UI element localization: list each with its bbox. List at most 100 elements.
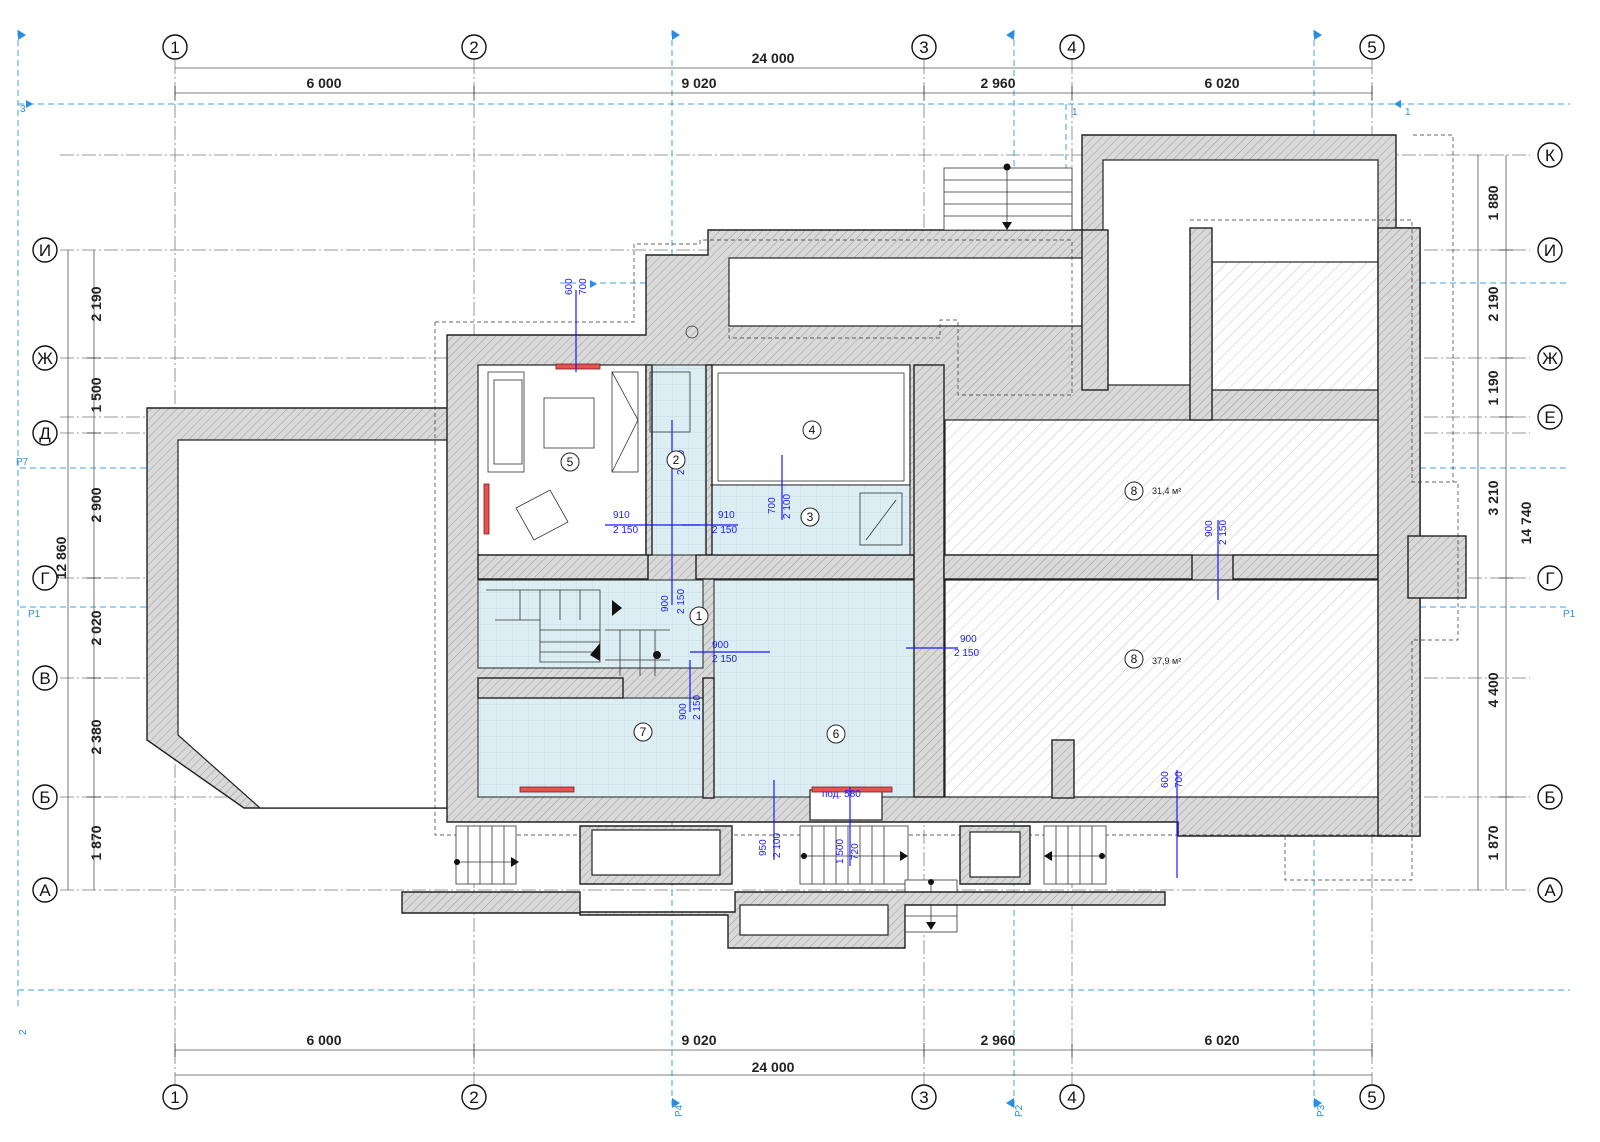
svg-text:1: 1 <box>696 609 703 623</box>
svg-text:Д: Д <box>39 424 51 443</box>
svg-text:8: 8 <box>1131 484 1138 498</box>
opening-label-height-1: 2 150 <box>613 525 638 536</box>
axis-bubble-col-5-top: 5 <box>1359 34 1385 60</box>
svg-text:К: К <box>1545 146 1555 165</box>
opening-label-height-11: 720 <box>850 843 861 860</box>
opening-label-width-6: 900 <box>712 640 729 651</box>
axis-bubble-col-4-bottom: 4 <box>1059 1084 1085 1110</box>
svg-text:2: 2 <box>673 453 680 467</box>
furniture <box>487 325 903 546</box>
svg-text:И: И <box>1544 241 1556 260</box>
section-mark-p4: P4 <box>674 1104 685 1117</box>
opening-label-height-5: 2 150 <box>676 589 687 614</box>
dim-bottom-segment-4: 6 020 <box>1204 1032 1239 1048</box>
dim-right-segment-5: 4 400 <box>1485 672 1501 707</box>
svg-text:2: 2 <box>469 1088 478 1107</box>
svg-text:А: А <box>39 881 51 900</box>
svg-text:6: 6 <box>833 727 840 741</box>
axis-bubble-row-zh-right: Ж <box>1537 345 1563 371</box>
svg-text:1: 1 <box>170 38 179 57</box>
opening-label-height-9: 2 150 <box>1218 520 1229 545</box>
opening-label-height-13: 700 <box>1174 771 1185 788</box>
dim-top-segment-3: 2 960 <box>980 75 1015 91</box>
section-mark-p1-left: P1 <box>28 609 41 620</box>
svg-text:В: В <box>39 669 50 688</box>
axis-bubble-row-k-right: К <box>1537 142 1563 168</box>
axis-bubble-row-i-right: И <box>1537 237 1563 263</box>
opening-marks <box>575 290 1219 878</box>
opening-label-height-10: 2 100 <box>772 833 783 858</box>
svg-text:3: 3 <box>919 1088 928 1107</box>
svg-text:Ж: Ж <box>1542 349 1558 368</box>
column-bubbles: 1 2 3 4 5 1 2 3 4 5 <box>162 34 1385 1110</box>
section-mark-3: 3 <box>20 104 26 115</box>
axis-bubble-row-v-left: В <box>32 665 58 691</box>
axis-bubble-row-e-right: Е <box>1537 404 1563 430</box>
upper-floor-outline <box>434 134 1459 881</box>
opening-labels: 910 2 150 910 2 150 700 2 100 900 2 150 … <box>564 278 1229 864</box>
axis-bubble-row-d-left: Д <box>32 420 58 446</box>
opening-label-width-10: 950 <box>758 839 769 856</box>
opening-label-width-2: 910 <box>718 510 735 521</box>
svg-text:4: 4 <box>809 423 816 437</box>
dim-bottom-segment-1: 6 000 <box>306 1032 341 1048</box>
room-tag-1: 1 <box>689 606 709 626</box>
dimension-chains: 24 000 6 000 9 020 2 960 6 020 6 000 9 0… <box>53 50 1534 1076</box>
dim-bottom-segment-2: 9 020 <box>681 1032 716 1048</box>
dim-top-segment-1: 6 000 <box>306 75 341 91</box>
svg-text:Г: Г <box>40 569 49 588</box>
svg-text:4: 4 <box>1067 38 1076 57</box>
section-mark-p7: P7 <box>16 457 29 468</box>
section-mark-p3: P3 <box>1316 1104 1327 1117</box>
axis-bubble-col-3-bottom: 3 <box>911 1084 937 1110</box>
room-tag-6: 6 <box>826 724 846 744</box>
section-mark-1-a: 1 <box>1072 107 1078 118</box>
opening-label-width-1: 910 <box>613 510 630 521</box>
dim-right-segment-4: 3 210 <box>1485 480 1501 515</box>
axis-bubble-row-b-right: Б <box>1537 784 1563 810</box>
opening-label-width-3: 700 <box>767 497 778 514</box>
svg-text:1: 1 <box>170 1088 179 1107</box>
svg-text:7: 7 <box>640 725 647 739</box>
section-mark-p2: P2 <box>1014 1104 1025 1117</box>
dim-right-segment-1: 1 880 <box>1485 185 1501 220</box>
room-tag-4: 4 <box>802 420 822 440</box>
dim-left-segment-5: 2 380 <box>88 719 104 754</box>
room-area-8-lower: 37,9 м² <box>1152 656 1181 666</box>
stairs <box>454 163 1107 933</box>
svg-text:4: 4 <box>1067 1088 1076 1107</box>
row-bubbles: К И И Ж Ж Е Д Г Г В Б Б А А <box>32 142 1563 903</box>
opening-label-width-4: 900 <box>660 595 671 612</box>
dim-left-total: 12 860 <box>53 536 69 579</box>
dim-right-total: 14 740 <box>1518 501 1534 544</box>
room-tag-3: 3 <box>800 507 820 527</box>
opening-label-height-12: 700 <box>578 278 589 295</box>
svg-text:2: 2 <box>469 38 478 57</box>
axis-bubble-col-2-bottom: 2 <box>461 1084 487 1110</box>
opening-label-width-12: 600 <box>564 278 575 295</box>
room-tags: 1 2 3 4 5 6 7 8 8 31,4 м² 37,9 м² <box>560 420 1181 744</box>
radiators <box>483 363 893 793</box>
dim-left-segment-6: 1 870 <box>88 825 104 860</box>
room-tag-8-upper: 8 <box>1124 481 1144 501</box>
svg-text:Е: Е <box>1544 408 1555 427</box>
dim-right-segment-6: 1 870 <box>1485 825 1501 860</box>
dim-left-segment-3: 2 900 <box>88 487 104 522</box>
room-tag-7: 7 <box>633 722 653 742</box>
opening-label-height-2: 2 150 <box>712 525 737 536</box>
walls <box>146 134 1467 837</box>
axis-bubble-row-b-left: Б <box>32 784 58 810</box>
porch-walls <box>401 789 1166 949</box>
dim-bottom-total: 24 000 <box>752 1059 795 1075</box>
svg-text:3: 3 <box>807 510 814 524</box>
opening-label-height-8: 2 150 <box>954 648 979 659</box>
axis-bubble-row-a-left: А <box>32 877 58 903</box>
opening-label-width-13: 600 <box>1160 771 1171 788</box>
opening-label-height-7: 2 150 <box>692 695 703 720</box>
dim-top-segment-2: 9 020 <box>681 75 716 91</box>
axis-bubble-row-g-left: Г <box>32 565 58 591</box>
svg-text:5: 5 <box>567 455 574 469</box>
svg-text:А: А <box>1544 881 1556 900</box>
section-mark-2: 2 <box>18 1029 29 1035</box>
